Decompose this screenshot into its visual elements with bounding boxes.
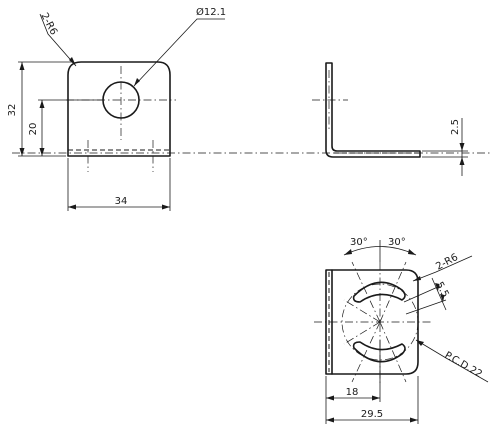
side-view-profile [325, 62, 421, 158]
top-slot-lower [352, 341, 406, 363]
dim-2-5-label: 2.5 [450, 119, 461, 135]
top-radius-leader [412, 255, 473, 282]
dim-34-label: 34 [115, 196, 128, 207]
top-slot-ray-5 [343, 299, 381, 323]
dim-18-label: 18 [346, 387, 359, 398]
dim-5-5-line [431, 277, 447, 311]
top-pcd-label: P.C.D.22 [443, 350, 484, 380]
front-hole-leader [133, 18, 225, 87]
top-slot-ray-1 [351, 261, 381, 323]
top-angle-right-label: 30° [388, 237, 406, 248]
top-radius-label: 2-R6 [434, 252, 460, 273]
dim-32-label: 32 [7, 104, 18, 117]
dim-29-5-label: 29.5 [361, 409, 383, 420]
dim-5-5-label: 5.5 [433, 280, 450, 299]
top-view-outline [325, 269, 419, 375]
top-slot-ray-4 [379, 321, 407, 383]
dim-20-label: 20 [28, 123, 39, 136]
front-radius-label: 2-R6 [38, 11, 59, 37]
side-view: 2.5 [312, 62, 468, 176]
top-view: 30° 30° 2-R6 5.5 P.C.D.22 18 29.5 [314, 237, 489, 424]
top-slot-ray-6 [343, 321, 381, 345]
dim-5-5-ext-2 [405, 299, 447, 315]
front-radius-leader [39, 13, 77, 67]
dim-5-5-ext-1 [403, 285, 441, 303]
front-view: 32 20 34 2-R6 Ø12.1 [7, 6, 490, 211]
top-pcd-leader [415, 339, 489, 383]
front-hole-label: Ø12.1 [196, 6, 226, 18]
top-slot-ray-3 [351, 321, 381, 383]
top-angle-left-label: 30° [350, 237, 368, 248]
front-view-outline [67, 61, 171, 157]
top-slot-upper [352, 281, 406, 303]
top-slot-ray-2 [379, 261, 407, 323]
